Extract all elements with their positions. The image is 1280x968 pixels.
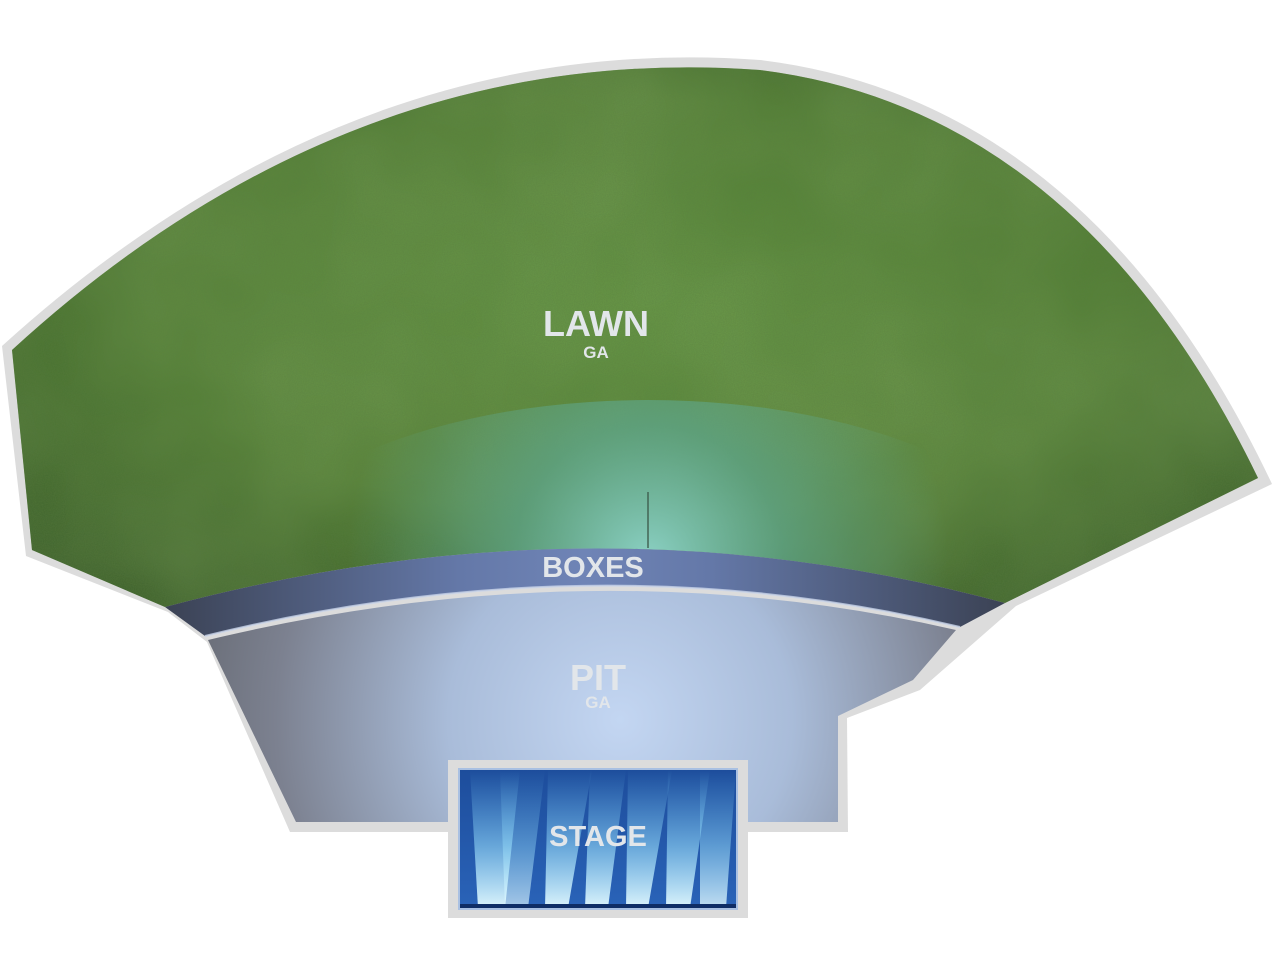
stage-light-beams (470, 770, 736, 908)
boxes-label: BOXES (542, 552, 644, 584)
lawn-label: LAWN (543, 303, 649, 344)
pit-sublabel: GA (585, 693, 611, 712)
lawn-sublabel: GA (583, 343, 609, 362)
pit-label: PIT (570, 657, 626, 698)
section-stage[interactable]: STAGE (448, 760, 748, 918)
section-pit[interactable]: PIT GA (208, 590, 956, 822)
stage-label: STAGE (549, 821, 647, 853)
section-boxes[interactable]: BOXES (165, 548, 1005, 637)
